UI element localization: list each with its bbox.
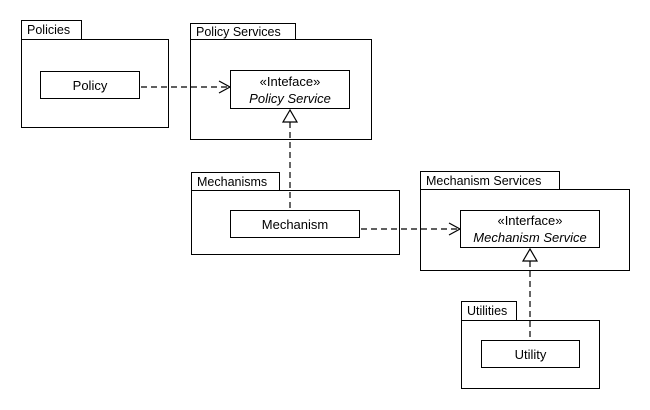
- package-label-policy-services: Policy Services: [196, 24, 281, 39]
- interface-label-policy-service: Policy Service: [249, 90, 331, 106]
- package-tab-policies: Policies: [21, 20, 82, 39]
- package-tab-policy-services: Policy Services: [190, 23, 296, 39]
- package-label-utilities: Utilities: [467, 304, 508, 318]
- class-label-policy: Policy: [72, 77, 108, 93]
- package-label-policies: Policies: [27, 23, 71, 37]
- interface-label-mechanism-service: Mechanism Service: [473, 230, 587, 245]
- interface-stereotype-mechanism-service: «Interface»: [497, 213, 563, 228]
- class-label-mechanism: Mechanism: [261, 216, 329, 232]
- class-label-utility: Utility: [514, 346, 547, 362]
- interface-box-policy-service: «Inteface» Policy Service: [230, 70, 350, 109]
- package-label-mechanism-services: Mechanism Services: [426, 173, 542, 188]
- package-tab-utilities: Utilities: [461, 301, 517, 320]
- interface-box-mechanism-service: «Interface» Mechanism Service: [460, 210, 600, 248]
- package-tab-mechanisms: Mechanisms: [191, 172, 280, 190]
- package-label-mechanisms: Mechanisms: [197, 174, 268, 189]
- package-tab-mechanism-services: Mechanism Services: [420, 171, 560, 189]
- interface-stereotype-policy-service: «Inteface»: [259, 73, 321, 89]
- class-box-utility: Utility: [481, 340, 580, 368]
- class-box-mechanism: Mechanism: [230, 210, 360, 238]
- class-box-policy: Policy: [40, 71, 140, 99]
